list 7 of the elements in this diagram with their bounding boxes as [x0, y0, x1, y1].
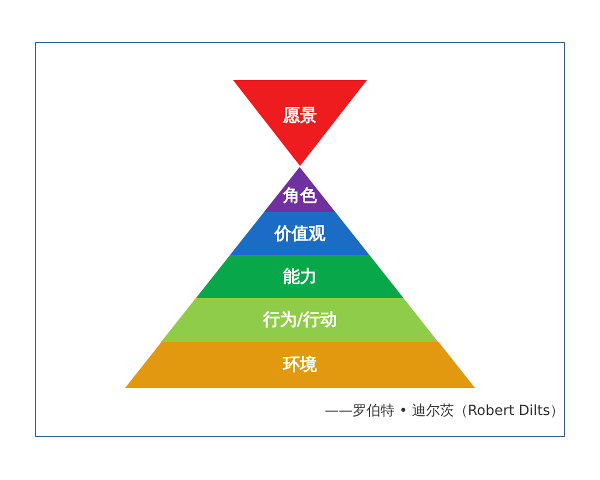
- level-label: 愿景: [283, 106, 317, 126]
- level-label: 价值观: [274, 224, 326, 244]
- attribution-caption: ——罗伯特 • 迪尔茨（Robert Dilts）: [324, 402, 564, 420]
- level-label: 角色: [282, 186, 317, 206]
- level-label: 能力: [282, 266, 317, 286]
- level-label: 环境: [282, 355, 317, 375]
- level-label: 行为/行动: [262, 310, 338, 330]
